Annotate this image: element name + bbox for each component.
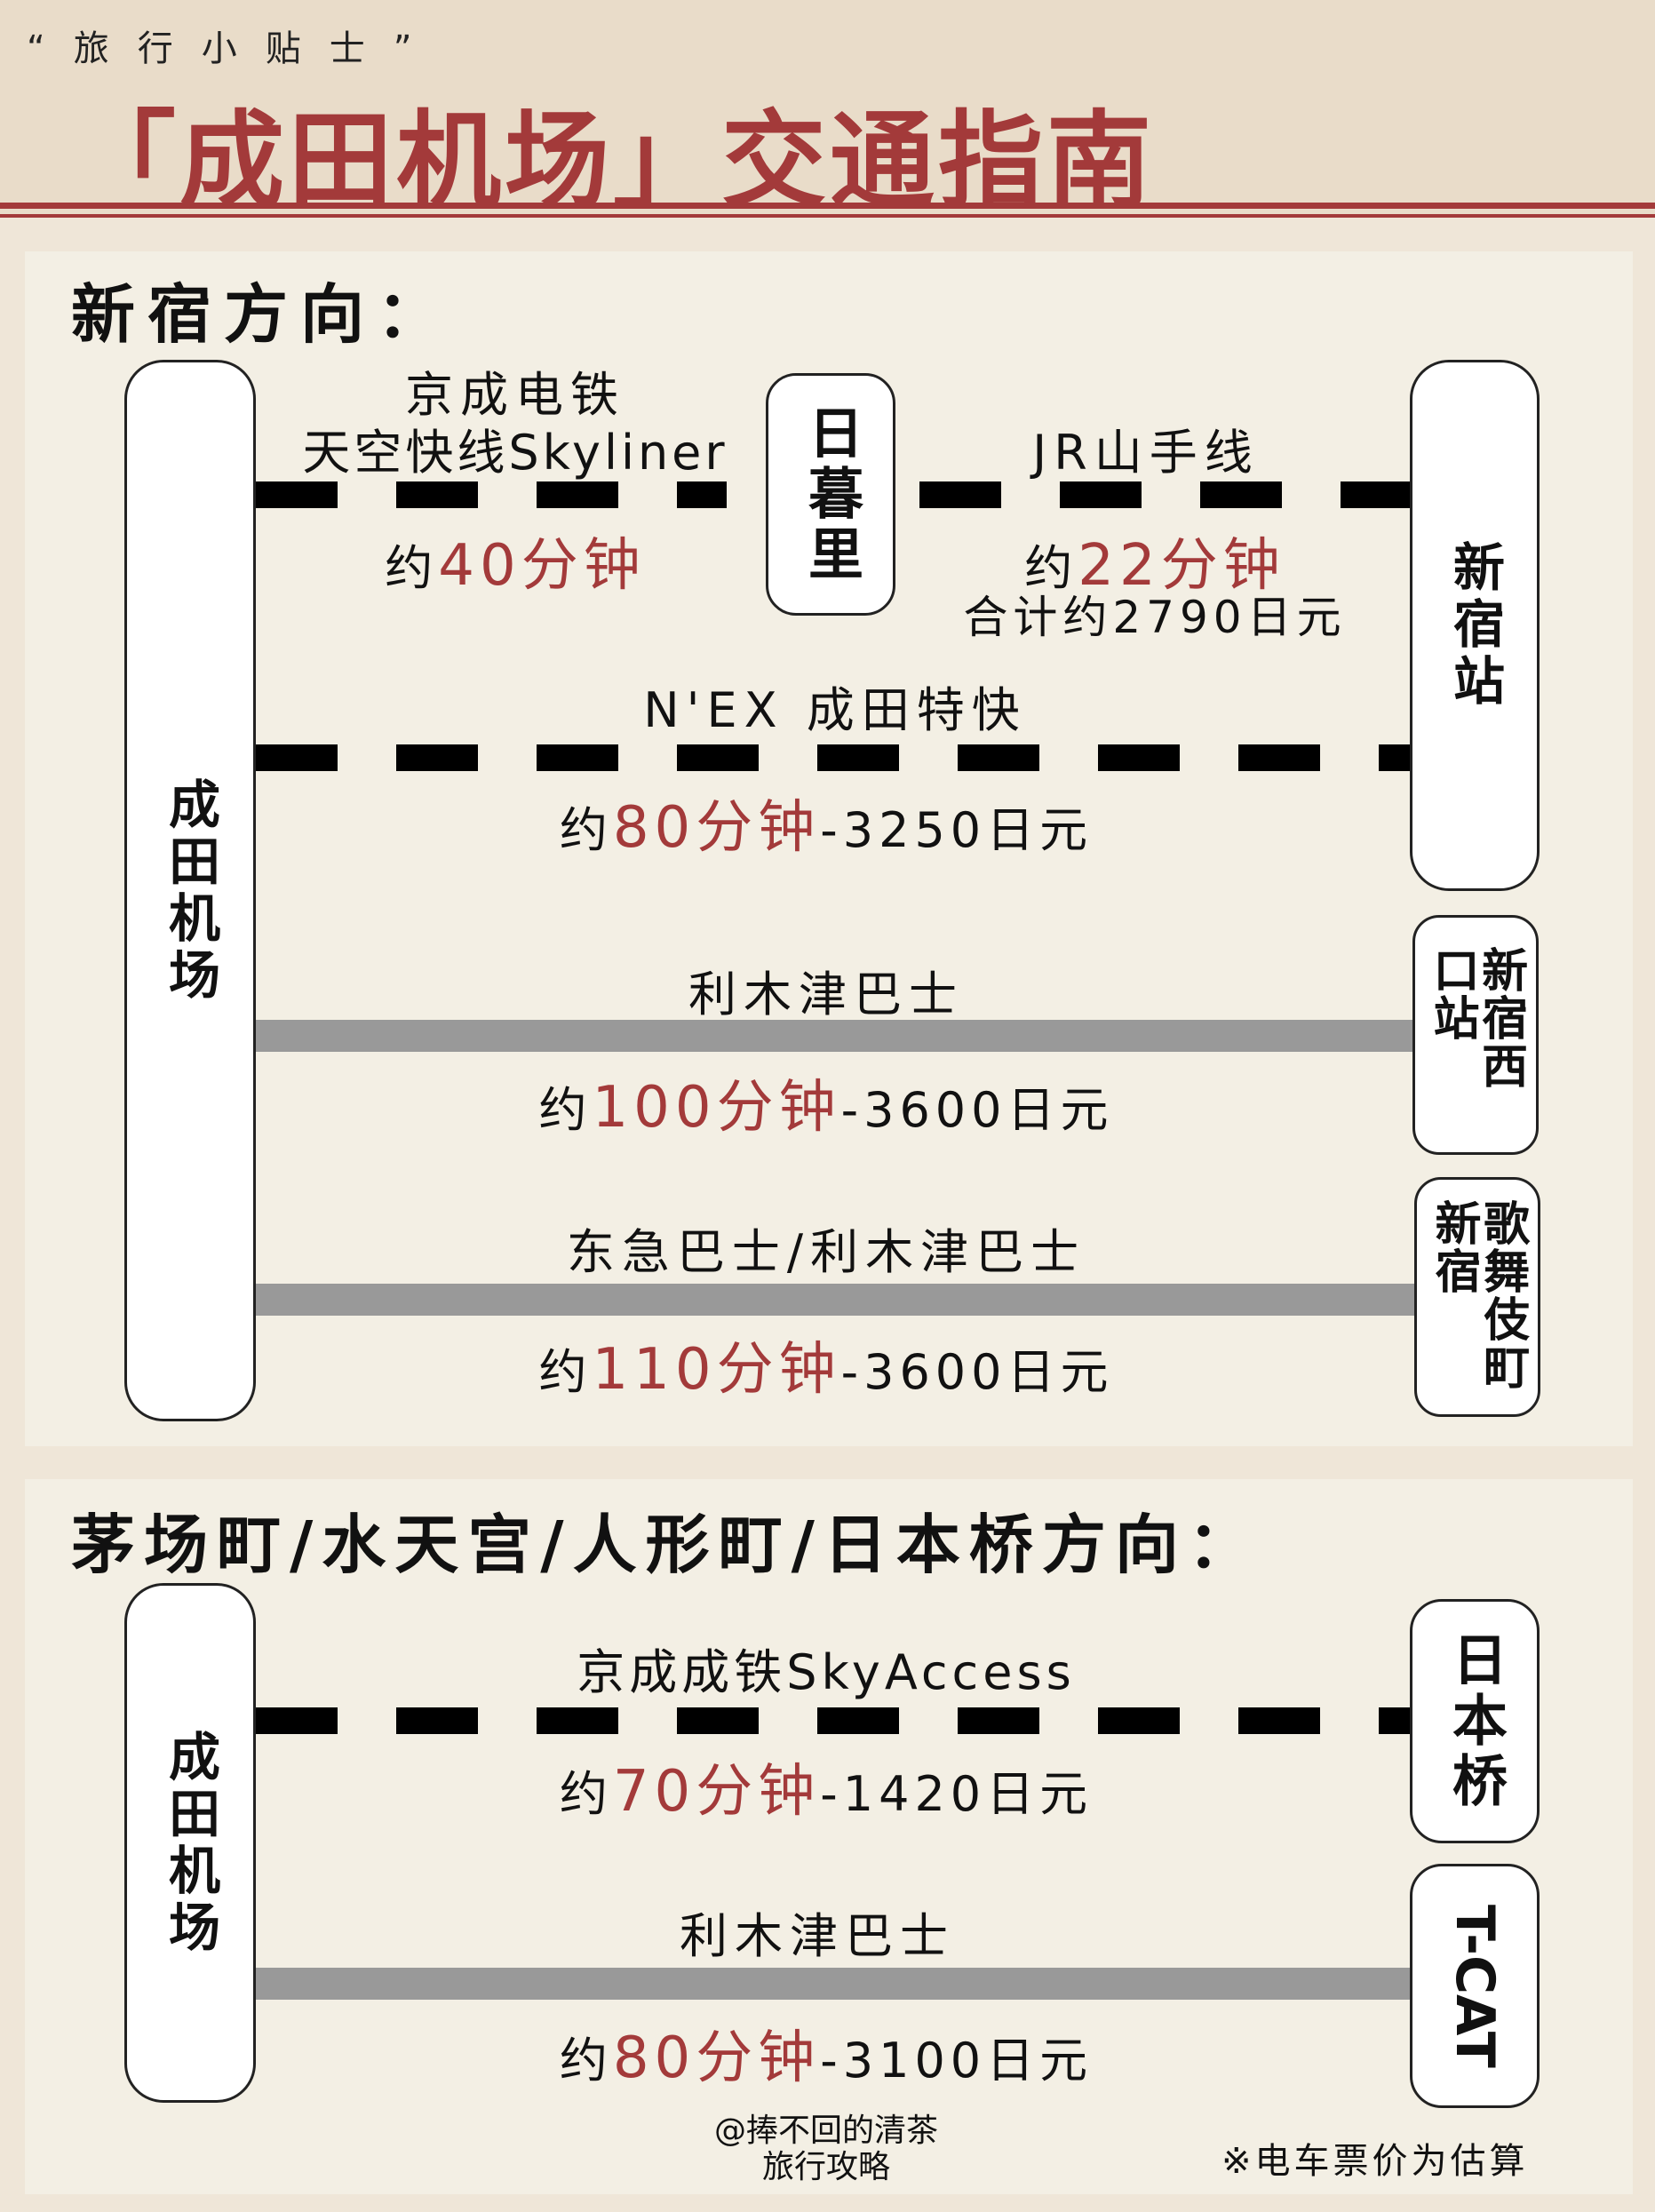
airport-node-2: 成田机场 xyxy=(124,1583,256,2103)
shinjuku-station-node: 新宿站 xyxy=(1410,360,1540,891)
footer-credit: @捧不回的清茶 旅行攻略 xyxy=(675,2113,977,2186)
skyliner-label-line2: 天空快线Skyliner xyxy=(302,425,728,481)
nihonbashi-node: 日本桥 xyxy=(1410,1599,1540,1843)
skyaccess-rail-line xyxy=(256,1707,1410,1734)
tcat-node: T-CAT xyxy=(1410,1864,1540,2108)
section-title-kayabacho: 茅场町/水天宫/人形町/日本桥方向： xyxy=(71,1508,1261,1582)
combined-fare: 合计约2790日元 xyxy=(963,592,1347,643)
kabukicho-node: 歌舞伎町新宿 xyxy=(1414,1177,1540,1417)
kabukicho-label: 歌舞伎町新宿 xyxy=(1427,1199,1529,1391)
jr-duration: 约22分钟 xyxy=(1024,533,1285,599)
skyliner-duration: 约40分钟 xyxy=(385,533,646,599)
kicker-text: “旅行小贴士” xyxy=(27,28,441,69)
kayabacho-panel xyxy=(25,1479,1633,2194)
nex-duration: 约80分钟-3250日元 xyxy=(559,795,1094,861)
nippori-node: 日暮里 xyxy=(766,373,895,616)
skyaccess-label: 京成成铁SkyAccess xyxy=(577,1644,1076,1700)
nex-label: N'EX 成田特快 xyxy=(643,682,1027,738)
author-handle: @捧不回的清茶 xyxy=(713,2113,938,2149)
tokyu-bus-line xyxy=(256,1284,1414,1316)
header-divider-bottom xyxy=(0,214,1655,218)
limousine-tcat-label: 利木津巴士 xyxy=(680,1908,955,1964)
nippori-label: 日暮里 xyxy=(799,403,863,585)
skyliner-rail-line xyxy=(256,481,727,508)
skyliner-label-line1: 京成电铁 xyxy=(405,367,625,423)
tokyu-duration: 约110分钟-3600日元 xyxy=(538,1337,1114,1403)
limousine-label: 利木津巴士 xyxy=(688,967,964,1022)
limousine-bus-line xyxy=(256,1020,1412,1052)
nex-rail-line xyxy=(256,744,1410,771)
fare-note: ※电车票价为估算 xyxy=(1221,2141,1529,2182)
airport-label-2: 成田机场 xyxy=(160,1729,220,1957)
shinjuku-station-label: 新宿站 xyxy=(1444,540,1505,711)
limousine-tcat-bus-line xyxy=(256,1968,1410,2000)
airport-label: 成田机场 xyxy=(160,776,220,1005)
page-title: 「成田机场」交通指南 xyxy=(71,99,1156,222)
limousine-tcat-duration: 约80分钟-3100日元 xyxy=(559,2025,1094,2091)
west-exit-label: 新宿西口站 xyxy=(1425,946,1527,1090)
footer-subtitle: 旅行攻略 xyxy=(761,2149,890,2186)
jr-rail-line xyxy=(919,481,1410,508)
header-divider-top xyxy=(0,203,1655,209)
skyaccess-duration: 约70分钟-1420日元 xyxy=(559,1759,1094,1825)
airport-node: 成田机场 xyxy=(124,360,256,1421)
limousine-duration: 约100分钟-3600日元 xyxy=(538,1075,1114,1141)
tcat-label: T-CAT xyxy=(1444,1904,1506,2068)
tokyu-label: 东急巴士/利木津巴士 xyxy=(566,1224,1086,1280)
section-title-shinjuku: 新宿方向： xyxy=(71,277,454,352)
jr-label: JR山手线 xyxy=(1032,425,1260,481)
header-band xyxy=(0,0,1655,218)
west-exit-node: 新宿西口站 xyxy=(1412,915,1539,1155)
nihonbashi-label: 日本桥 xyxy=(1443,1630,1508,1812)
